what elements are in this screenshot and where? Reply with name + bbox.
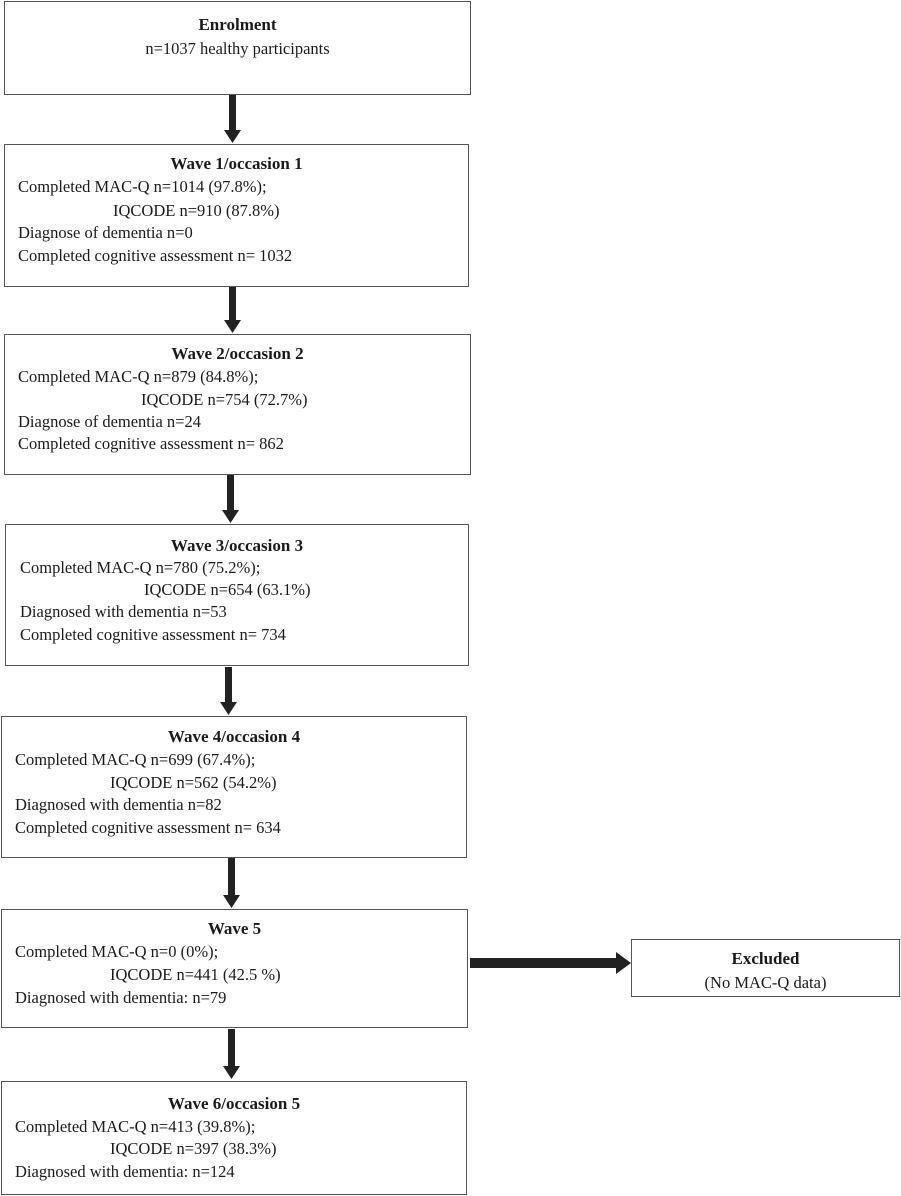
arrow-shaft-enrolment-wave1 — [229, 95, 236, 131]
wave6-macq: Completed MAC-Q n=413 (39.8%); — [15, 1117, 256, 1136]
wave3-title: Wave 3/occasion 3 — [170, 536, 304, 555]
wave1-title: Wave 1/occasion 1 — [170, 154, 303, 173]
wave4-title: Wave 4/occasion 4 — [167, 727, 301, 746]
wave6-iqcode: IQCODE n=397 (38.3%) — [110, 1139, 277, 1158]
enrolment-title: Enrolment — [198, 15, 277, 34]
arrow-shaft-wave2-wave3 — [227, 475, 234, 511]
wave1-dementia: Diagnose of dementia n=0 — [18, 223, 193, 242]
wave6-dementia: Diagnosed with dementia: n=124 — [15, 1162, 235, 1181]
arrow-shaft-wave5-excluded — [470, 958, 618, 968]
arrow-shaft-wave4-wave5 — [228, 858, 235, 896]
enrolment-box: Enrolment n=1037 healthy participants — [4, 1, 471, 95]
arrow-shaft-wave5-wave6 — [228, 1029, 235, 1067]
wave1-macq: Completed MAC-Q n=1014 (97.8%); — [18, 177, 267, 196]
excluded-reason: (No MAC-Q data) — [704, 973, 827, 992]
wave1-iqcode: IQCODE n=910 (87.8%) — [113, 201, 280, 220]
wave3-macq: Completed MAC-Q n=780 (75.2%); — [20, 558, 261, 577]
wave3-box: Wave 3/occasion 3 Completed MAC-Q n=780 … — [5, 524, 469, 666]
arrow-head-wave1-wave2 — [224, 320, 241, 333]
wave4-iqcode: IQCODE n=562 (54.2%) — [110, 773, 277, 792]
wave1-box: Wave 1/occasion 1 Completed MAC-Q n=1014… — [4, 144, 469, 287]
arrow-head-wave3-wave4 — [220, 702, 237, 715]
wave4-cognitive: Completed cognitive assessment n= 634 — [15, 818, 281, 837]
enrolment-count: n=1037 healthy participants — [145, 39, 330, 58]
arrow-head-wave5-wave6 — [223, 1066, 240, 1079]
wave2-title: Wave 2/occasion 2 — [171, 344, 304, 363]
wave4-macq: Completed MAC-Q n=699 (67.4%); — [15, 750, 256, 769]
wave2-box: Wave 2/occasion 2 Completed MAC-Q n=879 … — [4, 334, 471, 475]
wave5-box: Wave 5 Completed MAC-Q n=0 (0%); IQCODE … — [1, 909, 468, 1028]
arrow-head-enrolment-wave1 — [224, 130, 241, 143]
arrow-shaft-wave1-wave2 — [229, 287, 236, 321]
excluded-box: Excluded (No MAC-Q data) — [631, 939, 900, 997]
wave5-macq: Completed MAC-Q n=0 (0%); — [15, 942, 219, 961]
wave5-title: Wave 5 — [207, 919, 262, 938]
wave6-box: Wave 6/occasion 5 Completed MAC-Q n=413 … — [1, 1081, 467, 1195]
wave6-title: Wave 6/occasion 5 — [167, 1094, 301, 1113]
wave2-iqcode: IQCODE n=754 (72.7%) — [141, 390, 308, 409]
arrow-head-wave2-wave3 — [222, 510, 239, 523]
wave4-dementia: Diagnosed with dementia n=82 — [15, 795, 222, 814]
arrow-head-wave5-excluded — [616, 952, 631, 974]
wave2-macq: Completed MAC-Q n=879 (84.8%); — [18, 367, 259, 386]
arrow-head-wave4-wave5 — [223, 895, 240, 908]
wave3-dementia: Diagnosed with dementia n=53 — [20, 602, 227, 621]
wave5-iqcode: IQCODE n=441 (42.5 %) — [110, 965, 281, 984]
wave2-cognitive: Completed cognitive assessment n= 862 — [18, 434, 284, 453]
wave3-iqcode: IQCODE n=654 (63.1%) — [144, 580, 311, 599]
excluded-title: Excluded — [731, 949, 800, 968]
wave1-cognitive: Completed cognitive assessment n= 1032 — [18, 246, 293, 265]
wave2-dementia: Diagnose of dementia n=24 — [18, 412, 201, 431]
wave4-box: Wave 4/occasion 4 Completed MAC-Q n=699 … — [1, 716, 467, 858]
wave5-dementia: Diagnosed with dementia: n=79 — [15, 988, 227, 1007]
arrow-shaft-wave3-wave4 — [225, 667, 232, 703]
wave3-cognitive: Completed cognitive assessment n= 734 — [20, 625, 286, 644]
